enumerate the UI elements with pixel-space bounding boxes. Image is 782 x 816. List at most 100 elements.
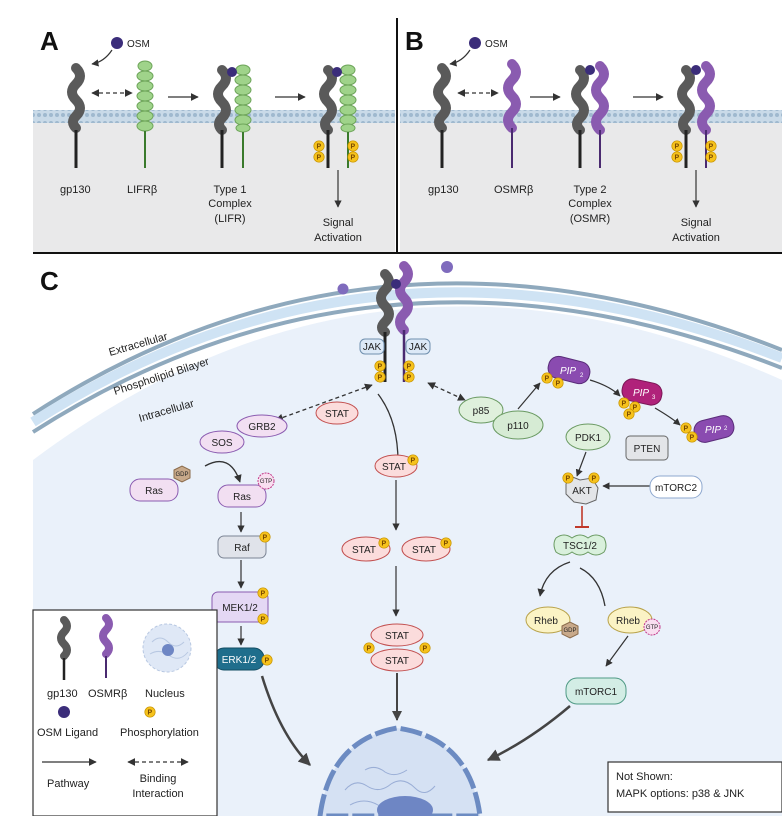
svg-text:GDP: GDP [563, 628, 576, 634]
panel-a-phospho-badges: P P P P [313, 140, 359, 163]
stat-node-1: STAT [315, 401, 359, 425]
svg-text:P: P [545, 376, 550, 383]
svg-text:mTORC1: mTORC1 [575, 687, 617, 698]
panel-b-activated-complex [677, 61, 715, 168]
svg-text:P: P [407, 375, 412, 382]
note-box [607, 761, 782, 813]
svg-text:TSC1/2: TSC1/2 [563, 541, 597, 552]
pdk1-node: PDK1 [565, 423, 611, 451]
svg-text:P: P [709, 155, 714, 162]
legend-nucleus-label: Nucleus [145, 688, 185, 700]
panel-b-osmr [503, 59, 521, 168]
panel-b-complex-label-2: Complex [568, 198, 612, 210]
panel-a-gp130 [67, 63, 85, 168]
svg-text:Raf: Raf [234, 543, 250, 554]
panel-b-background [400, 115, 782, 252]
stat-node-2: STAT P [374, 454, 419, 478]
svg-text:2: 2 [580, 373, 584, 379]
legend-osm-icon [58, 706, 70, 718]
svg-text:P: P [675, 155, 680, 162]
pten-node: PTEN [625, 435, 669, 461]
svg-text:P: P [351, 144, 356, 151]
tsc-rheb-gdp-arrow [537, 561, 571, 597]
p110-pip2-arrow [517, 382, 541, 410]
panel-a-complex-label-1: Type 1 [213, 184, 246, 196]
panel-a-complex-label-2: Complex [208, 198, 252, 210]
jak-grb2-binding [275, 383, 373, 422]
panel-a-complex-label-3: (LIFR) [214, 213, 245, 225]
legend-phospho-icon: P [144, 706, 156, 718]
legend-nucleus-icon [142, 623, 192, 673]
mek-node: MEK1/2 P P [211, 587, 269, 625]
nucleus [317, 725, 483, 816]
svg-text:P: P [423, 646, 428, 653]
pip2-right-node: PIP 2 P P [680, 415, 735, 443]
membrane-inner [31, 300, 782, 434]
panel-b-complex-label-3: (OSMR) [570, 213, 610, 225]
svg-text:P: P [265, 658, 270, 665]
not-shown-note: Not Shown: MAPK options: p38 & JNK [607, 761, 782, 813]
panel-b-membrane [400, 110, 782, 123]
svg-text:P: P [592, 476, 597, 483]
panel-c-letter: C [40, 266, 59, 296]
panel-a: A [33, 26, 395, 252]
panel-a-osm-ligand: OSM [91, 37, 150, 67]
svg-text:GTP: GTP [646, 625, 658, 631]
panel-b-receptor-label: OSMRβ [494, 184, 533, 196]
legend-gp130-label: gp130 [47, 688, 78, 700]
jak-right: JAK [405, 338, 431, 355]
ras-gtp-node: Ras GTP [217, 472, 275, 508]
svg-text:P: P [317, 155, 322, 162]
legend-binding-label-1: Binding [140, 773, 177, 785]
p85-node: p85 [458, 396, 504, 424]
svg-text:P: P [317, 144, 322, 151]
jak-left: JAK [359, 338, 385, 355]
svg-text:PIP: PIP [633, 388, 649, 399]
svg-text:GTP: GTP [260, 479, 272, 485]
svg-text:STAT: STAT [412, 545, 436, 556]
rheb-gtp-node: Rheb GTP [607, 606, 661, 636]
panel-a-letter: A [40, 26, 59, 56]
panel-b-signal-label-2: Activation [672, 232, 720, 244]
svg-text:P: P [382, 541, 387, 548]
panel-a-background [33, 115, 395, 252]
svg-text:PTEN: PTEN [634, 444, 661, 455]
svg-text:P: P [367, 646, 372, 653]
note-title: Not Shown: [616, 771, 673, 783]
panel-a-type1-complex [213, 64, 252, 168]
rheb-gdp-node: Rheb GDP [525, 606, 579, 639]
tsc-node: TSC1/2 [553, 534, 607, 556]
sos-node: SOS [199, 430, 245, 454]
svg-text:p110: p110 [507, 421, 529, 432]
svg-text:GDP: GDP [175, 472, 188, 478]
erk-nucleus-arrow [260, 675, 311, 766]
legend-phospho-label: Phosphorylation [120, 727, 199, 739]
svg-text:3: 3 [652, 395, 656, 401]
stat-pair: STAT P STAT P [341, 536, 452, 562]
p110-node: p110 [492, 410, 544, 440]
svg-text:2: 2 [724, 426, 728, 432]
legend: gp130 OSMRβ Nucleus P OSM Ligand Phospho… [32, 609, 218, 816]
grb2-node: GRB2 [236, 414, 288, 438]
svg-text:Ras: Ras [145, 486, 163, 497]
panel-b-osm-label: OSM [485, 39, 508, 50]
svg-text:STAT: STAT [352, 545, 376, 556]
panel-b-type2-complex [571, 61, 609, 168]
panel-b-complex-label-1: Type 2 [573, 184, 606, 196]
legend-osmr-label: OSMRβ [88, 688, 127, 700]
svg-text:P: P [378, 375, 383, 382]
panel-a-activated-complex [319, 64, 357, 168]
panel-a-signal-label-1: Signal [323, 217, 354, 229]
svg-text:mTORC2: mTORC2 [655, 483, 697, 494]
svg-text:STAT: STAT [385, 656, 409, 667]
svg-text:P: P [444, 541, 449, 548]
panel-c: C Extracellular Phospholipid Bilayer Int… [30, 261, 782, 816]
free-osm-ligand-1 [337, 283, 349, 295]
svg-text:P: P [566, 476, 571, 483]
free-osm-ligand-2 [441, 261, 453, 273]
panel-a-signal-label-2: Activation [314, 232, 362, 244]
svg-text:P: P [675, 144, 680, 151]
svg-text:P: P [411, 458, 416, 465]
mtorc1-node: mTORC1 [565, 677, 627, 705]
pip2-pip3-arrow [589, 379, 621, 397]
